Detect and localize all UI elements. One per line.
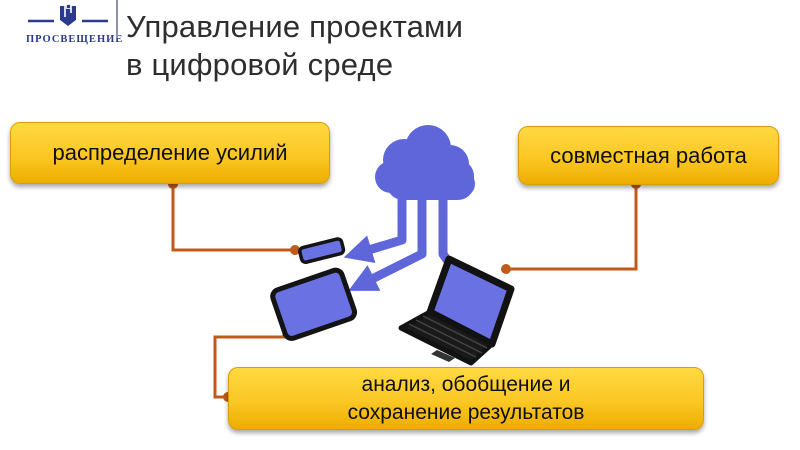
- callout-label-line2: сохранение результатов: [347, 400, 585, 424]
- page-title: Управление проектами в цифровой среде: [126, 8, 463, 84]
- title-separator-line: [116, 0, 118, 38]
- laptop-icon: [398, 255, 515, 366]
- callout-analysis-and-saving-results: анализ, обобщение и сохранение результат…: [228, 367, 704, 430]
- tablet-icon: [270, 267, 358, 341]
- prosveshchenie-emblem-icon: [28, 4, 108, 26]
- publisher-logo-text: ПРОСВЕЩЕНИЕ: [26, 34, 124, 45]
- callout-label-line1: анализ, обобщение и: [361, 372, 571, 396]
- callout-label: распределение усилий: [52, 140, 288, 165]
- laptop-keyboard: [408, 315, 488, 358]
- page-title-line2: в цифровой среде: [126, 47, 394, 82]
- connector-right-box-to-laptop: [506, 184, 638, 271]
- connector-left-box-to-smartphone: [171, 184, 295, 252]
- callout-distribution-of-effort: распределение усилий: [10, 122, 330, 184]
- laptop-touchpad: [431, 350, 455, 362]
- cloud-icon: [375, 125, 475, 200]
- callout-label: совместная работа: [550, 142, 747, 168]
- publisher-logo: ПРОСВЕЩЕНИЕ: [26, 4, 124, 45]
- page-title-line1: Управление проектами: [126, 9, 464, 44]
- smartphone-icon: [298, 237, 346, 264]
- callout-collaboration: совместная работа: [518, 126, 779, 185]
